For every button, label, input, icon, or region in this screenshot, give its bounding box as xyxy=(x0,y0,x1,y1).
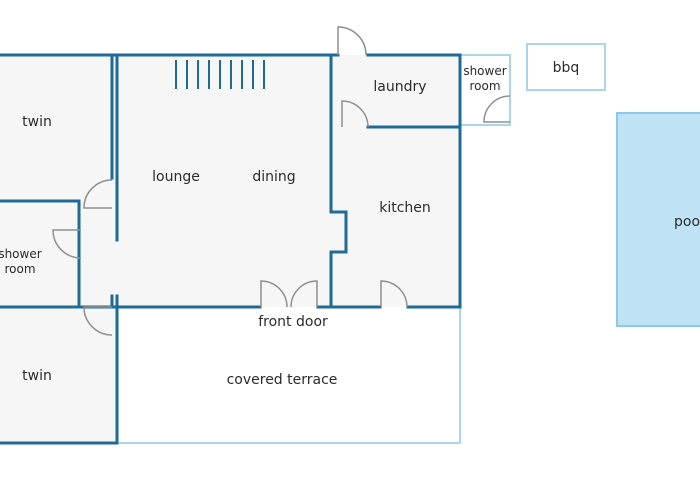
label-front-door: front door xyxy=(258,314,328,330)
room-label-shower-right-2: room xyxy=(469,79,500,93)
room-label-dining: dining xyxy=(252,169,295,185)
room-label-shower-left-1: shower xyxy=(0,247,42,261)
room-label-twin-bottom: twin xyxy=(22,368,52,384)
door-swing-icon xyxy=(260,280,318,308)
room-label-shower-left-2: room xyxy=(4,262,35,276)
door-swing-icon xyxy=(341,100,369,128)
floor-fills xyxy=(0,55,460,443)
walls xyxy=(0,53,462,445)
door-swing-icon xyxy=(483,95,511,123)
room-label-kitchen: kitchen xyxy=(379,200,431,216)
door-swing-icon xyxy=(83,179,113,209)
bbq-outline xyxy=(526,43,606,91)
wall-kitchen-jog xyxy=(329,210,348,254)
terrace-outline xyxy=(117,307,461,444)
pool-area xyxy=(616,112,700,327)
room-labels: twin shower room twin lounge dining laun… xyxy=(0,60,700,388)
door-swing-icon xyxy=(52,229,82,259)
room-label-twin-top: twin xyxy=(22,114,52,130)
door-swing-icon xyxy=(380,280,408,308)
door-swing-icon xyxy=(83,306,113,336)
room-label-shower-right-1: shower xyxy=(463,64,506,78)
room-label-laundry: laundry xyxy=(373,79,426,95)
floor-main-house xyxy=(0,55,460,307)
door-swing-icon xyxy=(337,26,367,56)
floor-covered-terrace xyxy=(117,307,460,443)
room-label-lounge: lounge xyxy=(152,169,200,185)
room-label-bbq: bbq xyxy=(553,60,580,76)
room-label-pool: pool xyxy=(674,214,700,230)
floor-twin-bottom xyxy=(0,307,117,443)
stairs-icon xyxy=(175,60,265,89)
label-covered-terrace: covered terrace xyxy=(227,372,338,388)
